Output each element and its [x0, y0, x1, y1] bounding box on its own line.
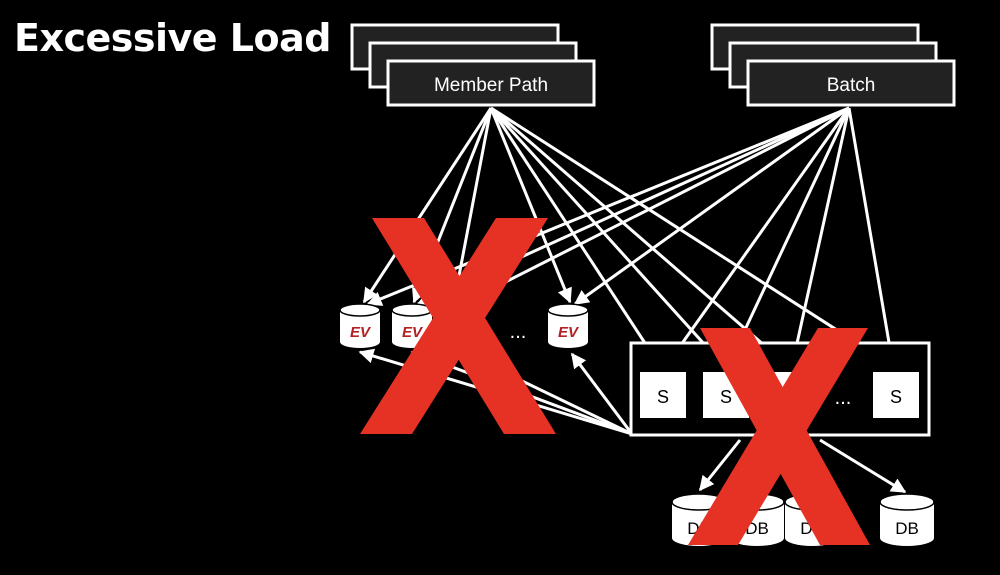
arrow-batch-service-4	[847, 107, 899, 368]
member-path-label: Member Path	[434, 75, 548, 96]
cache-logo-2: EV	[402, 324, 424, 341]
cache-logo-1: EV	[350, 324, 372, 341]
cross-caches-stroke-b	[360, 218, 548, 434]
arrow-batch-service-1	[664, 107, 851, 368]
arrow-service-db-1	[698, 439, 742, 492]
cache-ellipsis: ...	[510, 321, 527, 343]
batch-label: Batch	[827, 75, 876, 96]
db-node-4: DB	[879, 493, 935, 546]
arrow-member-service-1	[489, 107, 662, 368]
cache-logo-4: EV	[558, 324, 580, 341]
cross-mark-caches	[360, 218, 556, 434]
member-path-arrows	[362, 106, 895, 368]
arrow-service-db-4	[819, 438, 907, 494]
arrow-member-cache-3	[449, 107, 493, 304]
db-label-2: DB	[745, 519, 769, 538]
arrow-batch-cache-3	[460, 106, 850, 306]
service-label-2: S	[720, 387, 732, 407]
arrow-batch-service-2	[726, 107, 851, 368]
arrow-member-cache-4	[489, 107, 572, 304]
member-path-box	[386, 59, 596, 107]
service-node-1: S	[640, 372, 686, 418]
arrow-member-cache-1	[362, 107, 493, 304]
arrow-service-cache-4	[570, 352, 634, 435]
slide-title: Excessive Load	[14, 16, 331, 60]
cache-node-4: EV	[547, 303, 589, 348]
arrow-member-service-3	[490, 106, 790, 368]
service-label-4: S	[890, 387, 902, 407]
member-path-stack: Member Path	[350, 23, 596, 107]
cross-services-stroke-b	[688, 328, 868, 545]
service-node-4: S	[873, 372, 919, 418]
batch-box	[746, 59, 956, 107]
arrow-member-service-4	[490, 106, 895, 368]
service-label-1: S	[657, 387, 669, 407]
db-label-4: DB	[895, 519, 919, 538]
service-ellipsis: ...	[835, 387, 852, 409]
arrow-batch-service-3	[787, 107, 851, 368]
batch-stack: Batch	[710, 23, 956, 107]
cache-node-1: EV	[339, 303, 381, 348]
arrow-batch-cache-4	[573, 106, 850, 306]
cross-mark-services	[688, 328, 870, 545]
arrow-member-service-2	[489, 106, 726, 368]
